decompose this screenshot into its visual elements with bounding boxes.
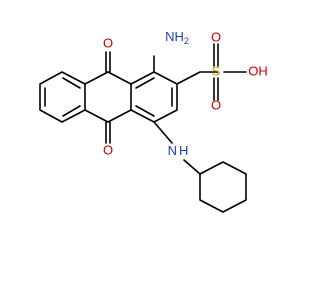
carbonyl-bonds — [105, 51, 111, 144]
sulfonyl-oxygen-top-label: O — [211, 29, 221, 44]
amine-label-top: NH2 — [165, 29, 189, 46]
amino-and-sulfonic-bonds — [153, 43, 247, 101]
carbonyl-oxygen-bottom-label: O — [103, 142, 113, 157]
sulfonic-hydroxyl-label: OH — [248, 63, 268, 78]
cyclohexylamine-bonds — [153, 121, 247, 213]
right-aromatic-ring — [130, 71, 178, 123]
carbonyl-oxygen-top-label: O — [103, 35, 113, 50]
left-benzene-ring — [39, 71, 86, 123]
middle-quinone-ring — [84, 71, 132, 123]
sulfonyl-oxygen-bottom-label: O — [211, 97, 221, 112]
sulfur-label: S — [212, 63, 221, 78]
